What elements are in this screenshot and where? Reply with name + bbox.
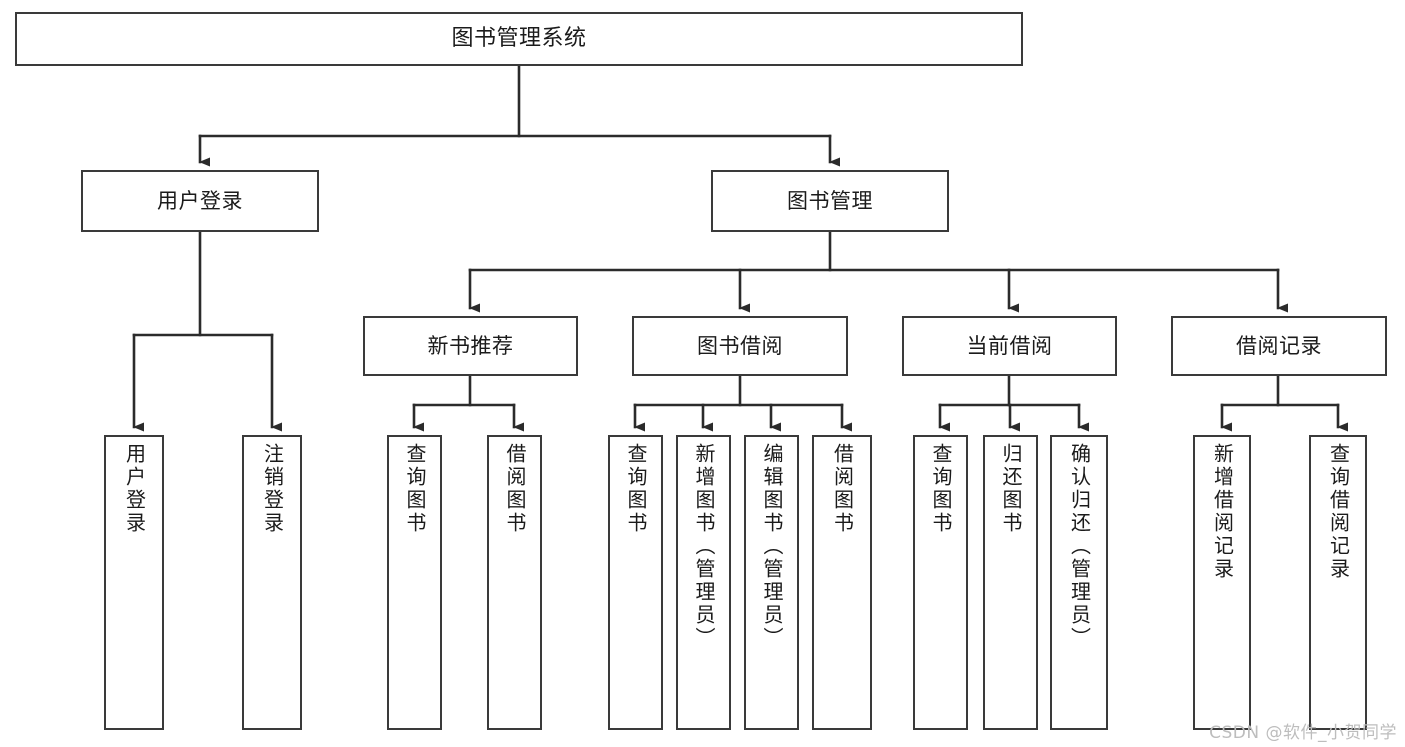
node-label: 借阅记录 (1236, 333, 1322, 358)
node-leaf-query-book-recommend[interactable]: 查询图书 (387, 435, 442, 730)
node-label: 图书借阅 (697, 333, 783, 358)
node-leaf-borrow-book-recommend[interactable]: 借阅图书 (487, 435, 542, 730)
node-leaf-add-borrow-record[interactable]: 新增借阅记录 (1193, 435, 1251, 730)
node-leaf-borrow-book[interactable]: 借阅图书 (812, 435, 872, 730)
node-label: 注销登录 (260, 443, 285, 535)
node-new-book-recommend[interactable]: 新书推荐 (363, 316, 578, 376)
node-label: 新书推荐 (427, 333, 514, 358)
node-leaf-confirm-return[interactable]: 确认归还（管理员） (1050, 435, 1108, 730)
node-label: 查询图书 (929, 443, 953, 535)
node-book-borrow[interactable]: 图书借阅 (632, 316, 848, 376)
node-label: 用户登录 (122, 443, 147, 535)
node-label: 借阅图书 (503, 443, 527, 535)
node-leaf-query-book-borrow[interactable]: 查询图书 (608, 435, 663, 730)
node-label: 图书管理 (787, 188, 873, 213)
node-label: 归还图书 (999, 443, 1023, 535)
node-leaf-query-borrow-record[interactable]: 查询借阅记录 (1309, 435, 1367, 730)
node-label: 当前借阅 (966, 333, 1053, 358)
node-current-borrow[interactable]: 当前借阅 (902, 316, 1117, 376)
node-label: 编辑图书（管理员） (760, 443, 784, 650)
node-label: 借阅图书 (830, 443, 855, 535)
node-label: 图书管理系统 (451, 26, 587, 52)
node-user-login[interactable]: 用户登录 (81, 170, 319, 232)
node-root-system[interactable]: 图书管理系统 (15, 12, 1023, 66)
node-leaf-query-book-current[interactable]: 查询图书 (913, 435, 968, 730)
node-label: 确认归还（管理员） (1067, 443, 1092, 650)
node-label: 查询借阅记录 (1326, 443, 1351, 581)
node-leaf-add-book[interactable]: 新增图书（管理员） (676, 435, 731, 730)
node-leaf-edit-book[interactable]: 编辑图书（管理员） (744, 435, 799, 730)
csdn-watermark: CSDN @软件_小贺同学 (1209, 723, 1397, 743)
node-book-manage[interactable]: 图书管理 (711, 170, 949, 232)
node-label: 新增借阅记录 (1210, 443, 1235, 581)
node-leaf-return-book[interactable]: 归还图书 (983, 435, 1038, 730)
node-label: 查询图书 (624, 443, 648, 535)
node-label: 新增图书（管理员） (692, 443, 716, 650)
node-borrow-record[interactable]: 借阅记录 (1171, 316, 1387, 376)
node-label: 用户登录 (157, 188, 243, 213)
node-leaf-user-logout[interactable]: 注销登录 (242, 435, 302, 730)
node-label: 查询图书 (403, 443, 427, 535)
node-leaf-user-login[interactable]: 用户登录 (104, 435, 164, 730)
